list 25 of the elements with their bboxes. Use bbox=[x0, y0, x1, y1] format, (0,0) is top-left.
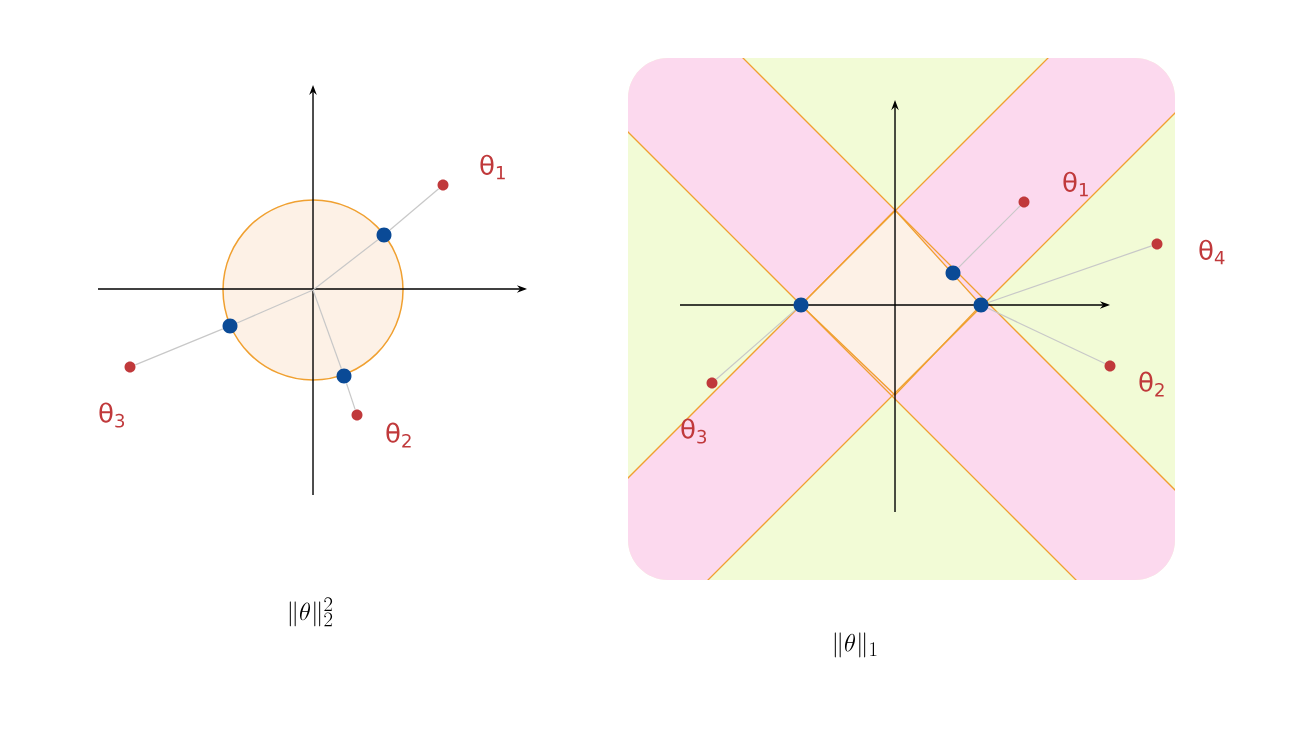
point-label: θ$_{1}$ bbox=[1063, 171, 1088, 197]
projection-line bbox=[236, 289, 314, 324]
norm-formula: $\|\theta\|_2^2$ bbox=[289, 597, 333, 627]
projection-line bbox=[715, 309, 796, 380]
projected-dot bbox=[973, 297, 989, 313]
projected-dot bbox=[793, 297, 809, 313]
point-label: θ$_{1}$ bbox=[480, 154, 505, 180]
projection-line bbox=[987, 245, 1153, 304]
norm-formula: $\|\theta\|_1$ bbox=[834, 632, 877, 658]
point-label: θ$_{4}$ bbox=[1199, 239, 1225, 265]
point-label: θ$_{2}$ bbox=[386, 422, 411, 448]
projection-line bbox=[389, 188, 440, 231]
point-label: θ$_{3}$ bbox=[99, 402, 125, 428]
projection-line bbox=[312, 239, 379, 291]
point-label: θ$_{3}$ bbox=[681, 418, 707, 444]
projected-dot bbox=[222, 318, 238, 334]
projection-line bbox=[312, 289, 342, 370]
projection-line bbox=[345, 382, 356, 411]
projection-line bbox=[134, 328, 224, 366]
point-label: θ$_{2}$ bbox=[1139, 371, 1164, 397]
projected-dot bbox=[376, 227, 392, 243]
projected-dot bbox=[336, 368, 352, 384]
projected-dot bbox=[945, 265, 961, 281]
projection-line bbox=[987, 307, 1106, 365]
projection-line bbox=[957, 205, 1021, 269]
